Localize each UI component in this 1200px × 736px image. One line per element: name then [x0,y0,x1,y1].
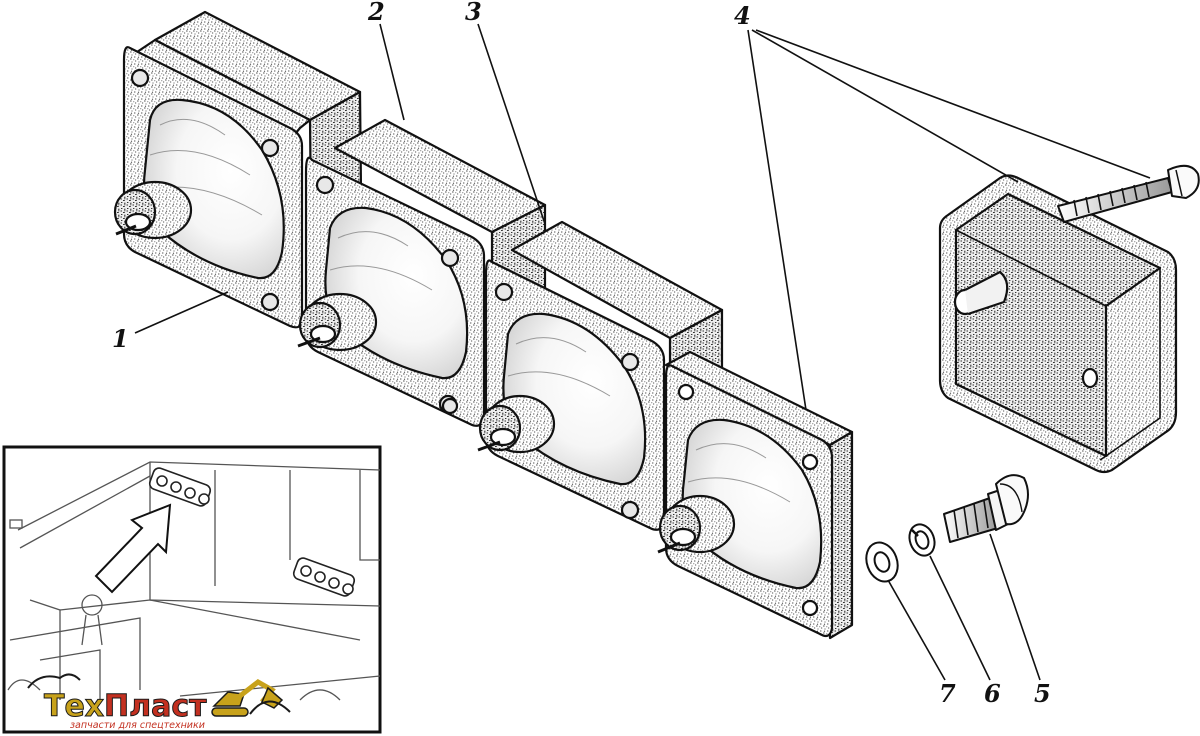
short-bolt [943,474,1029,543]
inset-lamp-group-right [292,557,356,597]
logo-tagline: запчасти для спецтехники [70,720,205,731]
callout-7: 7 [939,679,956,708]
logo-name-part1: Тех [44,689,104,724]
inset-lamp-group-left [148,467,212,507]
techplast-logo: Тех Пласт запчасти для спецтехники [27,673,291,731]
inset-arrow-icon [94,503,172,594]
callout-2: 2 [367,0,385,26]
leader-lines [134,23,1151,681]
excavator-icon [211,678,291,717]
callout-1: 1 [112,324,129,353]
long-bolt [1057,164,1200,223]
callout-3: 3 [465,0,482,26]
logo-name-part2: Пласт [104,689,207,724]
tail-lamp-4 [657,350,854,640]
callout-4: 4 [734,1,751,30]
callout-labels: 1 2 3 4 5 6 7 [112,0,1051,708]
lamp-housing-box [938,174,1178,474]
tail-lamp-2 [297,118,547,427]
flat-washer [865,541,899,583]
callout-6: 6 [984,679,1001,708]
lock-washer [908,523,936,557]
inset-truck-bed [2,445,382,734]
callout-5: 5 [1034,679,1051,708]
